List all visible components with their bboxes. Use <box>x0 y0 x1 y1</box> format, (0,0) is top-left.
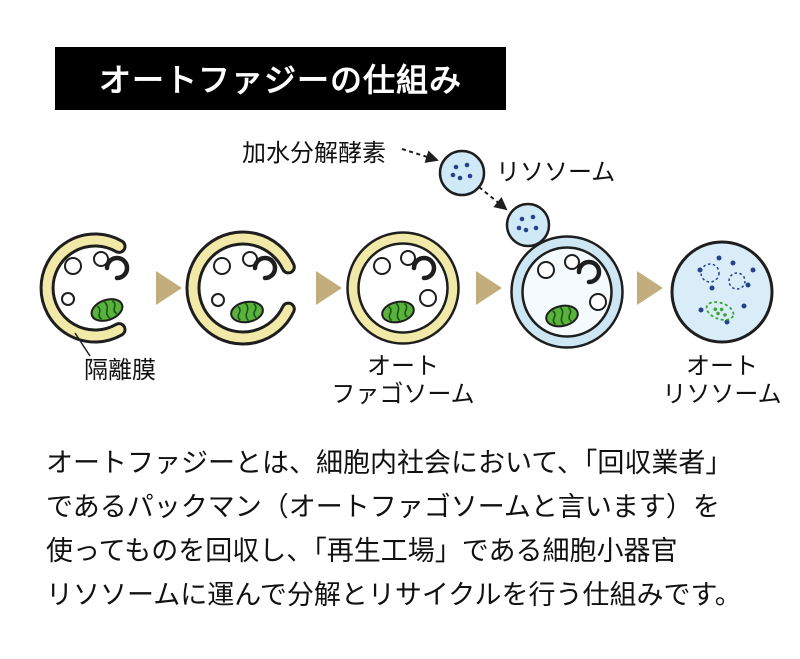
cargo-vesicle-icon <box>373 257 391 275</box>
autophagosome-label: オート ファゴソーム <box>325 353 481 409</box>
mitochondria-icon <box>230 300 264 324</box>
enzyme-label: 加水分解酵素 <box>242 140 386 167</box>
fusion-arrow-icon <box>478 186 508 211</box>
cargo-vesicle-icon <box>93 251 109 267</box>
step-arrow-icon <box>637 271 663 305</box>
step-arrow-icon <box>316 271 342 305</box>
mitochondria-icon <box>381 300 415 324</box>
mitochondria-icon <box>90 298 124 322</box>
cargo-crescent-icon <box>576 259 602 285</box>
body-paragraph: オートファジーとは、細胞内社会において、「回収業者」 であるパックマン（オートフ… <box>46 441 742 617</box>
cargo-vesicle-icon <box>564 254 580 270</box>
cargo-vesicle-icon <box>213 257 231 275</box>
body-line-2: であるパックマン（オートファゴソームと言います）を <box>46 492 720 522</box>
lysosome-with-enzymes <box>401 148 508 211</box>
stage2-closing-membrane <box>185 230 296 346</box>
body-line-3: 使ってものを回収し、「再生工場」である細胞小器官 <box>46 536 678 566</box>
lysosome-icon <box>438 149 486 197</box>
isolation-membrane-pointer <box>74 332 91 357</box>
step-arrow-icon <box>476 271 502 305</box>
cargo-vesicle-icon <box>400 250 416 266</box>
autophagosome-label-line2: ファゴソーム <box>331 381 475 408</box>
stage1-isolation-membrane <box>39 232 130 357</box>
cargo-crescent-icon <box>104 255 130 281</box>
degrading-vesicle-icon <box>728 272 746 290</box>
lysosome-label: リソソーム <box>496 159 616 186</box>
cargo-vesicle-icon <box>211 293 225 307</box>
body-line-1: オートファジーとは、細胞内社会において、「回収業者」 <box>46 448 733 478</box>
stage5-autolysosome <box>670 240 774 344</box>
cargo-vesicle-icon <box>64 257 82 275</box>
autolysosome-label-line2: リソソーム <box>662 381 782 408</box>
isolation-membrane-label: 隔離膜 <box>84 357 156 384</box>
stage4-fusion <box>505 202 624 349</box>
page-title: オートファジーの仕組み <box>55 47 507 110</box>
cargo-vesicle-icon <box>61 292 75 306</box>
cargo-vesicle-icon <box>419 289 437 307</box>
cargo-vesicle-icon <box>589 293 607 311</box>
cargo-vesicle-icon <box>537 261 555 279</box>
cargo-crescent-icon <box>411 255 437 281</box>
degrading-vesicle-icon <box>700 263 720 283</box>
step-arrow-icon <box>156 271 182 305</box>
autolysosome-label-line1: オート <box>686 353 758 380</box>
fusing-lysosome-icon <box>505 202 551 248</box>
autophagosome-label-line1: オート <box>367 353 439 380</box>
cargo-crescent-icon <box>252 255 278 281</box>
autolysosome-label: オート リソソーム <box>644 353 800 409</box>
body-line-4: リソソームに運んで分解とリサイクルを行う仕組みです。 <box>46 580 742 610</box>
enzyme-arrow-icon <box>401 148 439 163</box>
stage3-autophagosome <box>346 231 460 345</box>
mitochondria-icon <box>545 304 579 328</box>
